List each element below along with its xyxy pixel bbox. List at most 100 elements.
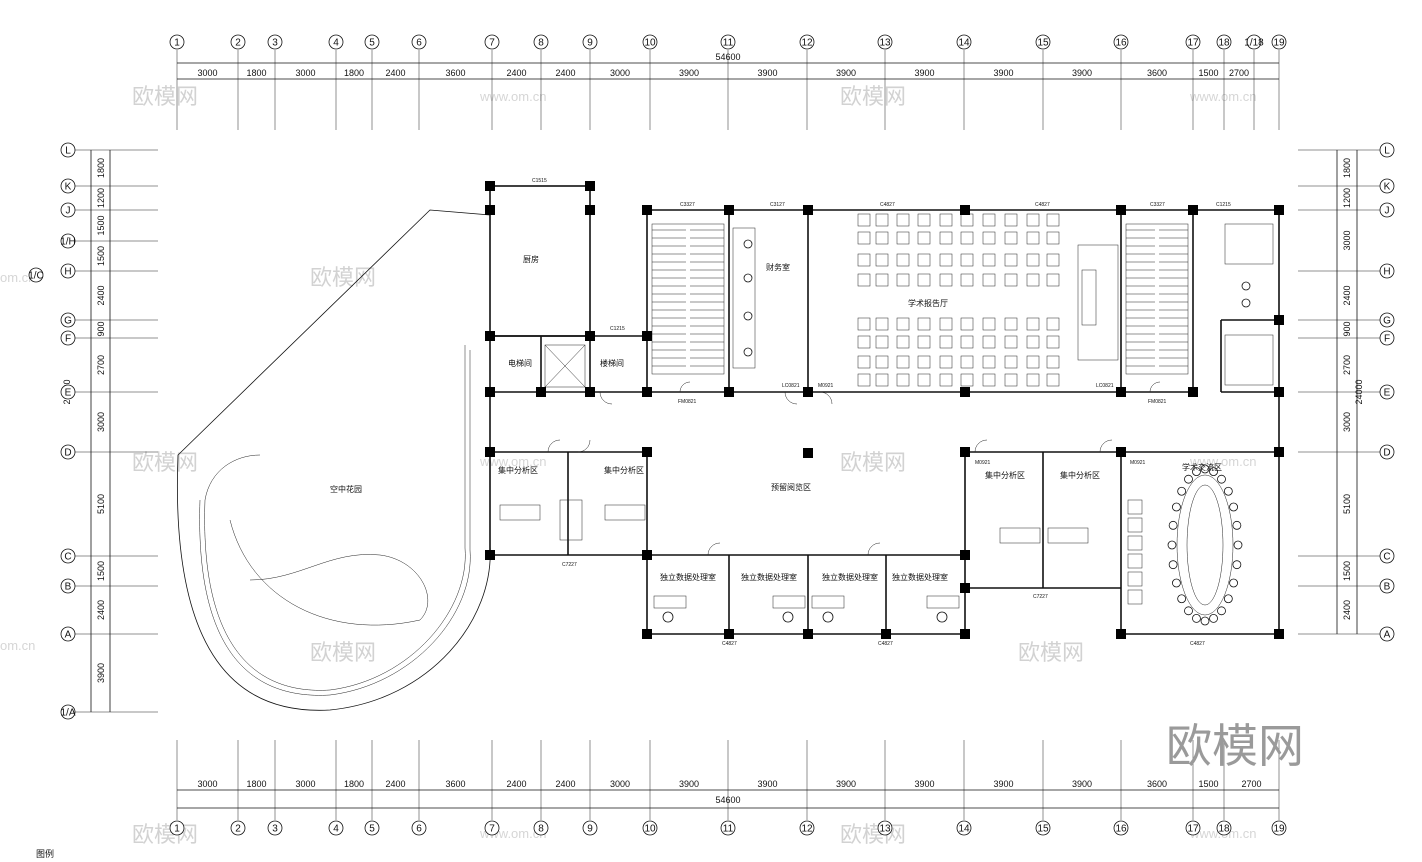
seat: [1026, 373, 1040, 387]
watermark-url: om.cn: [0, 638, 35, 653]
axis-bubble: [1113, 820, 1129, 836]
axis-label: 19: [1273, 824, 1285, 835]
seat: [896, 317, 910, 331]
seat: [939, 317, 953, 331]
seat: [857, 273, 871, 287]
seat: [917, 355, 931, 369]
axis-bubble: [720, 820, 736, 836]
dimension-label: 3900: [679, 68, 699, 78]
axis-label: 17: [1187, 824, 1199, 835]
column: [585, 181, 595, 191]
axis-label: 6: [416, 38, 422, 49]
data-room-furniture: [499, 499, 1089, 623]
seat: [1004, 213, 1018, 227]
axis-bubble: [1379, 384, 1395, 400]
axis-label: 1: [174, 824, 180, 835]
watermark-text: 欧模网: [840, 823, 906, 848]
axis-bubble: [364, 34, 380, 50]
column: [960, 387, 970, 397]
seat: [875, 335, 889, 349]
code-label: C4827: [722, 641, 737, 647]
brand-watermark: 欧模网: [1166, 719, 1304, 773]
axis-label: 11: [723, 824, 734, 835]
seat: [875, 273, 889, 287]
axis-bubble: [582, 820, 598, 836]
seat: [896, 231, 910, 245]
seat: [1004, 373, 1018, 387]
axis-label: 1/18: [1244, 38, 1264, 49]
column: [1188, 205, 1198, 215]
seat: [982, 335, 996, 349]
column: [485, 550, 495, 560]
dimension-label: 2700: [1241, 779, 1261, 789]
dimension-label: 900: [96, 321, 106, 336]
dimension-label: 3000: [197, 68, 217, 78]
column: [803, 205, 813, 215]
code-label: M0921: [1130, 460, 1146, 466]
seat: [1004, 335, 1018, 349]
dimension-label: 1800: [246, 68, 266, 78]
axis-label: 18: [1218, 38, 1230, 49]
watermark-text: 欧模网: [840, 451, 906, 476]
room-label-lecture: 学术报告厅: [908, 298, 948, 308]
axis-bubble: [1271, 34, 1287, 50]
seat: [917, 317, 931, 331]
seat: [982, 273, 996, 287]
seat: [1046, 335, 1060, 349]
axis-label: B: [1384, 582, 1391, 593]
axis-bubble: [642, 34, 658, 50]
dimension-label: 3000: [96, 412, 106, 432]
podium: [1077, 244, 1119, 361]
dimension-label: 1500: [1198, 68, 1218, 78]
axis-bubble: [230, 34, 246, 50]
dimension-label: 3000: [1342, 230, 1352, 250]
axis-label: 16: [1115, 38, 1127, 49]
axis-bubble: [60, 330, 76, 346]
room-label-data-2: 独立数据处理室: [741, 572, 797, 582]
axis-bubble: [877, 820, 893, 836]
axis-label: 5: [369, 824, 375, 835]
axis-bubble: [1185, 820, 1201, 836]
column: [585, 387, 595, 397]
seat: [1026, 335, 1040, 349]
column: [485, 447, 495, 457]
axis-label: 2: [235, 824, 241, 835]
column: [803, 448, 813, 458]
seat: [896, 213, 910, 227]
column: [803, 629, 813, 639]
axis-label: 1/H: [60, 237, 76, 248]
axis-label: 3: [272, 38, 278, 49]
seat: [857, 253, 871, 267]
seat: [982, 253, 996, 267]
seat: [875, 373, 889, 387]
axis-label: 4: [333, 824, 339, 835]
column: [803, 387, 813, 397]
column: [1274, 315, 1284, 325]
column: [724, 629, 734, 639]
axis-label: A: [1384, 630, 1391, 641]
seat: [875, 253, 889, 267]
seat: [875, 355, 889, 369]
column: [1274, 447, 1284, 457]
seat: [939, 373, 953, 387]
dimension-label: 2400: [385, 779, 405, 789]
seat: [960, 213, 974, 227]
column: [1274, 387, 1284, 397]
dimension-label: 1200: [96, 188, 106, 208]
seat: [896, 273, 910, 287]
column: [642, 629, 652, 639]
axis-label: 13: [879, 824, 891, 835]
column: [1188, 387, 1198, 397]
room-label-stair: 楼梯间: [600, 358, 624, 368]
axis-bubble: [799, 820, 815, 836]
axis-bubble: [169, 34, 185, 50]
axis-label: E: [65, 388, 72, 399]
dimension-label: 3900: [914, 68, 934, 78]
column: [1116, 205, 1126, 215]
code-label: C7227: [1033, 594, 1048, 600]
column: [1116, 629, 1126, 639]
code-label: LC0821: [782, 383, 800, 389]
axis-bubble: [60, 384, 76, 400]
axis-bubble: [60, 548, 76, 564]
